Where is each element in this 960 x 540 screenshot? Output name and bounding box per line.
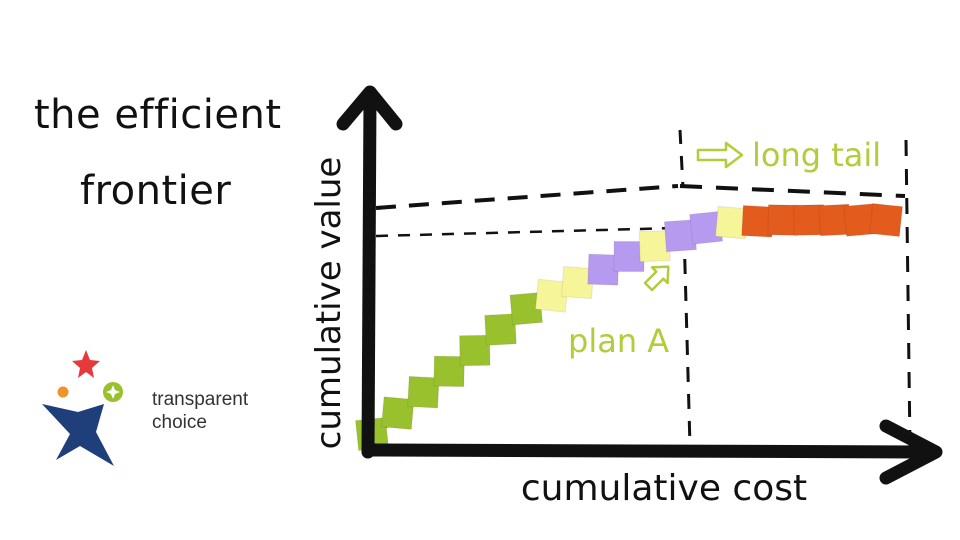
logo-blue-star-icon (42, 404, 114, 466)
x-axis-line (361, 443, 937, 459)
y-axis-line (361, 91, 377, 459)
x-axis-label: cumulative cost (521, 468, 807, 509)
guide-lines (375, 129, 912, 447)
frontier-notes (354, 202, 904, 452)
frontier-point (433, 355, 465, 388)
frontier-point (380, 396, 415, 430)
logo-orange-dot-icon (57, 386, 69, 398)
frontier-point (459, 334, 491, 367)
brand-wordmark: transparent choice (152, 388, 248, 434)
frontier-point (868, 202, 904, 238)
y-axis-label: cumulative value (309, 157, 349, 450)
frontier-point (407, 375, 440, 409)
plan-a-value-guide (375, 226, 677, 238)
upper-value-guide (375, 184, 679, 210)
long-tail-arrow-icon (696, 141, 744, 169)
frontier-point (534, 278, 569, 313)
plan-a-cost-guide (682, 231, 692, 447)
brand-line-1: transparent (152, 389, 249, 410)
logo-red-star-icon (72, 350, 100, 378)
brand-line-2: choice (152, 412, 207, 433)
axes (336, 85, 943, 485)
transparent-choice-logo (42, 350, 123, 466)
plan-a-arrow-icon (643, 265, 670, 292)
plan-a-label: plan A (568, 322, 669, 360)
y-axis-arrowhead-icon (336, 85, 403, 131)
title-line-2: frontier (80, 168, 232, 214)
x-axis-arrowhead-icon (879, 419, 943, 485)
long-tail-left-guide (678, 129, 685, 189)
title-line-1: the efficient (34, 92, 282, 138)
frontier-point (613, 241, 645, 272)
long-tail-label: long tail (752, 136, 881, 174)
long-tail-right-guide (904, 139, 912, 447)
frontier-point (484, 313, 517, 346)
long-tail-top-guide (679, 184, 906, 198)
